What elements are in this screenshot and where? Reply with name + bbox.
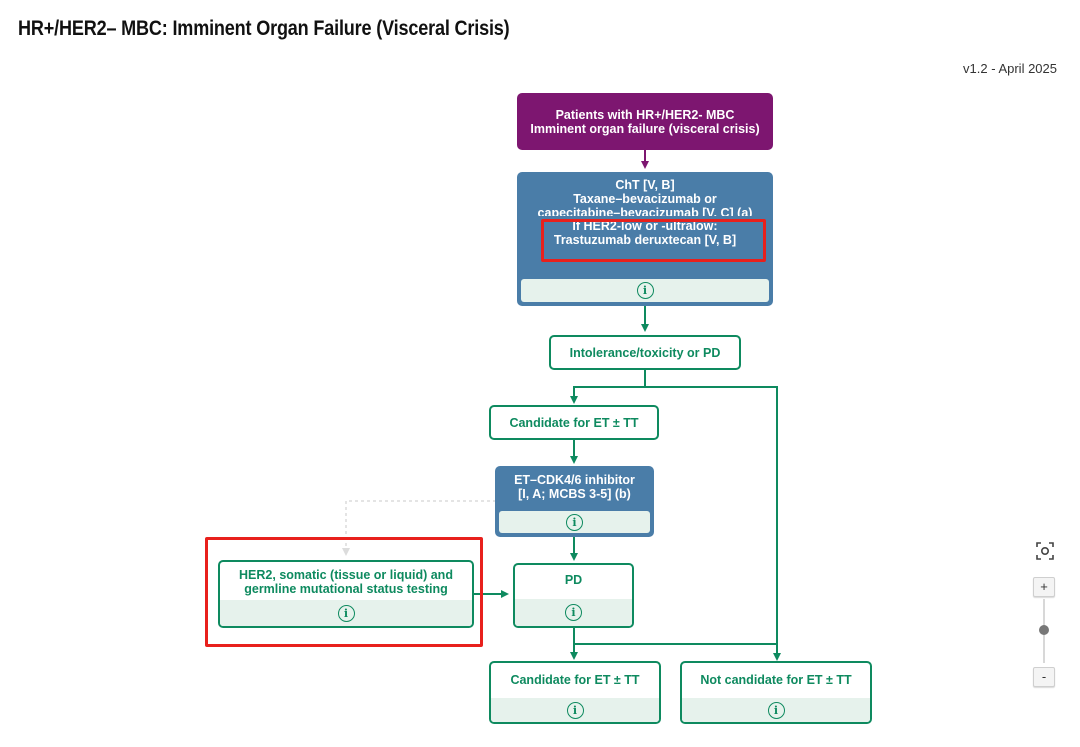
node-pd-info-bar[interactable]: i [515, 599, 632, 626]
node-patients-line-1: Patients with HR+/HER2- MBC [555, 107, 735, 122]
node-her2-testing-info-bar[interactable]: i [220, 600, 472, 626]
info-icon[interactable]: i [767, 701, 785, 719]
node-her2-low-line-1: If HER2-low or -ultralow: [572, 219, 718, 233]
focus-icon [1036, 542, 1054, 560]
info-icon[interactable]: i [565, 604, 582, 621]
node-candidate-2[interactable]: Candidate for ET ± TT i [489, 661, 661, 724]
zoom-in-button[interactable]: + [1033, 577, 1055, 597]
node-candidate-1[interactable]: Candidate for ET ± TT [489, 405, 659, 440]
node-cdk46-info-bar[interactable]: i [499, 511, 650, 533]
node-patients[interactable]: Patients with HR+/HER2- MBC Imminent org… [517, 93, 773, 150]
node-intolerance[interactable]: Intolerance/toxicity or PD [549, 335, 741, 370]
info-icon[interactable]: i [337, 604, 355, 622]
node-cht-info-bar[interactable]: i [521, 279, 769, 302]
node-cdk46-line-1: ET–CDK4/6 inhibitor [514, 473, 635, 487]
highlight-her2-testing [205, 537, 483, 647]
info-icon[interactable]: i [636, 282, 654, 299]
node-patients-line-2: Imminent organ failure (visceral crisis) [530, 121, 760, 136]
arrow-intolerance-to-candidate [570, 369, 646, 404]
version-label: v1.2 - April 2025 [963, 61, 1057, 76]
arrow-intolerance-to-not-candidate [645, 386, 781, 661]
node-cht-line-2: Taxane–bevacizumab or [573, 192, 717, 206]
node-not-candidate-label: Not candidate for ET ± TT [700, 673, 852, 687]
highlight-her2-low [541, 219, 766, 262]
node-her2-testing-line-2: germline mutational status testing [244, 582, 448, 596]
node-cdk46[interactable]: ET–CDK4/6 inhibitor [I, A; MCBS 3-5] (b)… [495, 466, 654, 537]
arrow-cdk-to-her2-testing [342, 500, 496, 556]
node-pd-label: PD [564, 573, 583, 587]
node-candidate-1-label: Candidate for ET ± TT [509, 415, 639, 430]
page-title: HR+/HER2– MBC: Imminent Organ Failure (V… [18, 17, 510, 40]
node-her2-testing[interactable]: HER2, somatic (tissue or liquid) and ger… [218, 560, 474, 628]
node-pd[interactable]: PD i [513, 563, 634, 628]
zoom-out-button[interactable]: - [1033, 667, 1055, 687]
node-intolerance-label: Intolerance/toxicity or PD [569, 345, 721, 360]
node-cht[interactable]: ChT [V, B] Taxane–bevacizumab or capecit… [517, 172, 773, 306]
fit-view-button[interactable] [1035, 541, 1055, 561]
node-cdk46-line-2: [I, A; MCBS 3-5] (b) [518, 487, 631, 501]
zoom-slider-handle[interactable] [1039, 625, 1049, 635]
info-icon[interactable]: i [566, 513, 583, 531]
node-cht-line-3: capecitabine–bevacizumab [V, C] (a) [537, 206, 753, 216]
node-candidate-2-info-bar[interactable]: i [491, 698, 659, 722]
node-candidate-2-label: Candidate for ET ± TT [510, 673, 640, 687]
node-not-candidate[interactable]: Not candidate for ET ± TT i [680, 661, 872, 724]
node-cht-line-1: ChT [V, B] [615, 178, 675, 192]
node-her2-testing-line-1: HER2, somatic (tissue or liquid) and [239, 568, 453, 582]
node-not-candidate-info-bar[interactable]: i [682, 698, 870, 722]
info-icon[interactable]: i [566, 701, 584, 719]
node-her2-low-line-2: Trastuzumab deruxtecan [V, B] [553, 233, 737, 247]
